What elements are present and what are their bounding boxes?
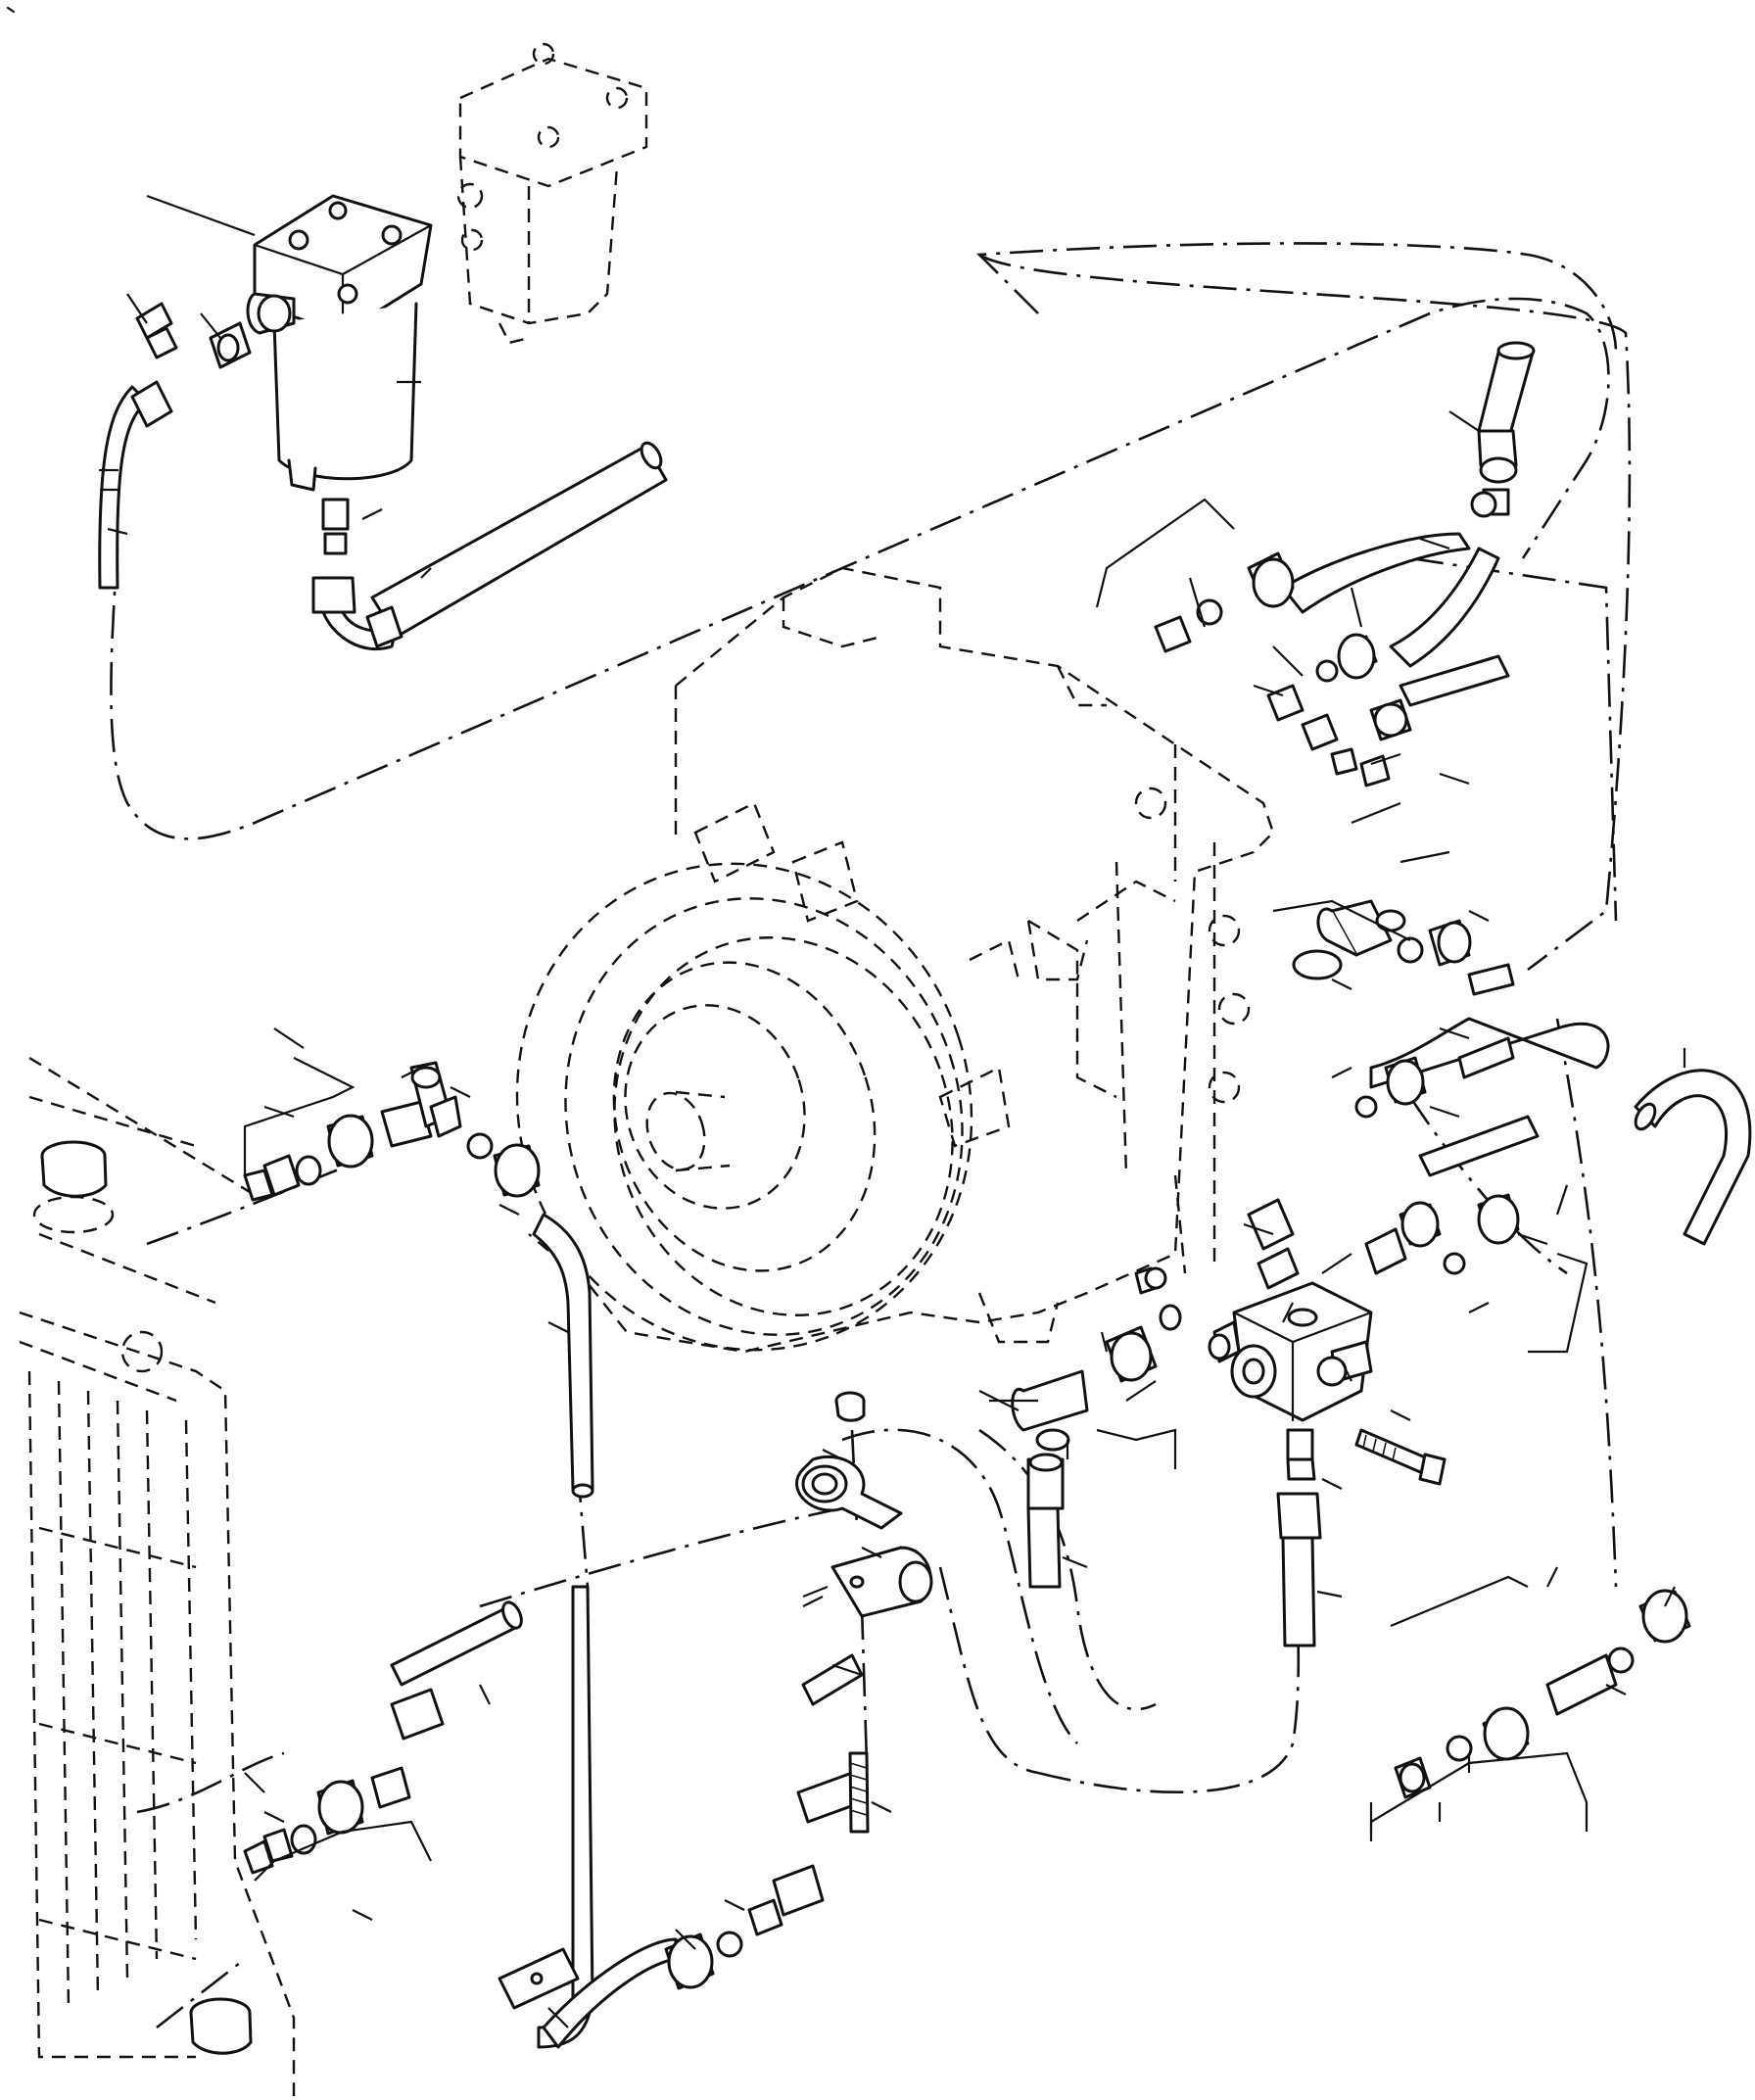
transmission-housing [515, 566, 1275, 1354]
lower-right-fitting-set [1394, 1589, 1691, 1799]
cooler-fittings [243, 1061, 864, 1990]
hoses [98, 341, 1752, 2049]
oil-filter [246, 194, 433, 492]
clamps [795, 1391, 933, 1618]
oil-cooler-radiator [19, 1056, 296, 2096]
corner-mark [6, 6, 16, 14]
tee-block [1208, 1281, 1373, 1540]
oil-filter-alt-position [456, 42, 648, 345]
stud [848, 1751, 870, 1834]
bolt [1354, 1428, 1447, 1486]
leader-lines [107, 194, 1686, 2028]
fittings-and-nuts [130, 302, 1520, 1510]
